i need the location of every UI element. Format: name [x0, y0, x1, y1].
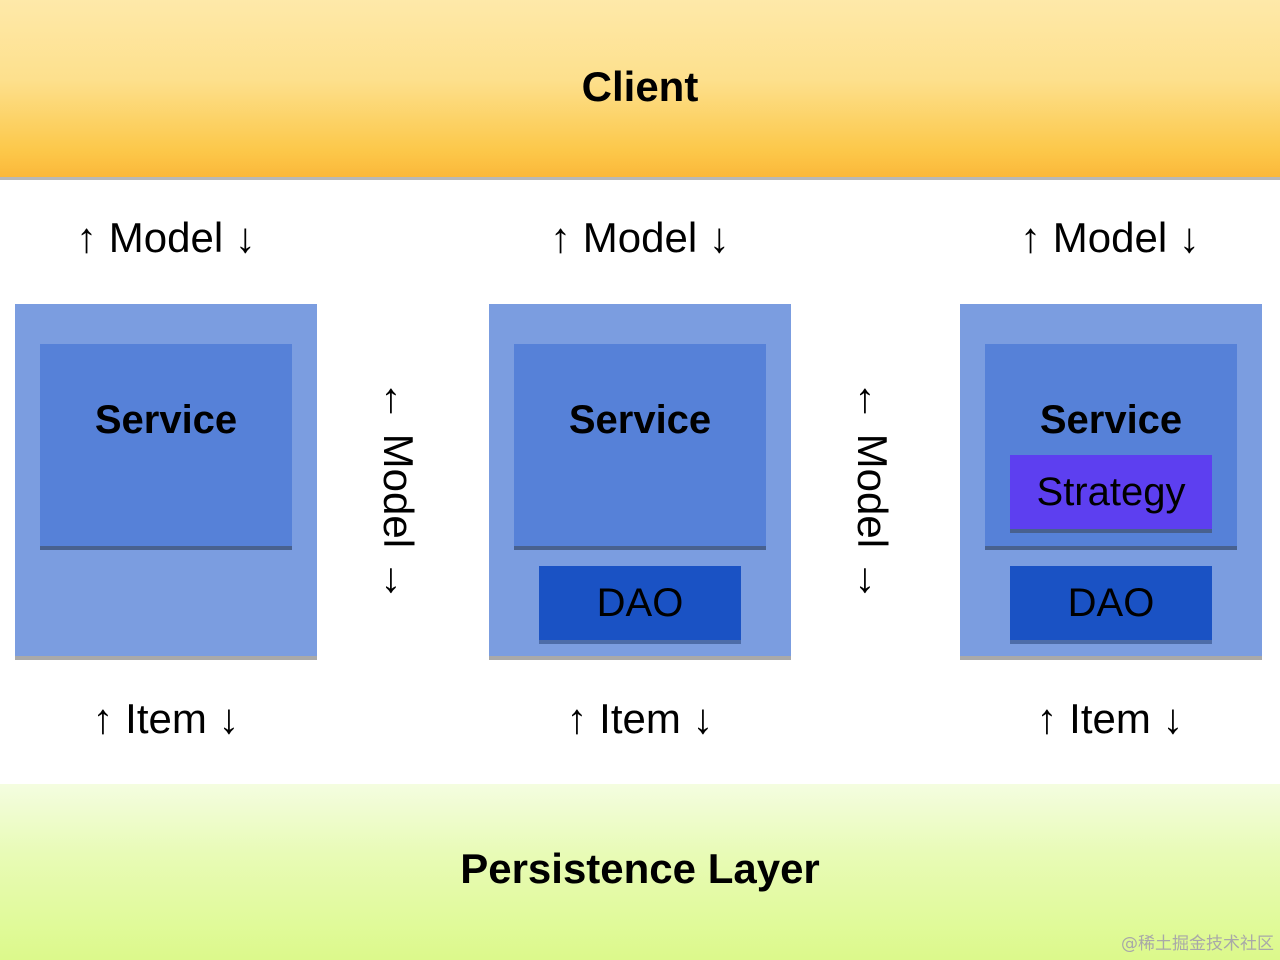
service-label-3: Service: [1039, 398, 1183, 442]
strategy-box: Strategy: [1010, 455, 1212, 533]
client-layer: Client: [0, 0, 1280, 180]
service-box-3: Service Strategy: [985, 344, 1237, 550]
service-label-1: Service: [94, 398, 238, 442]
dao-box-3: DAO: [1010, 566, 1212, 644]
component-box-1: Service: [15, 304, 317, 660]
watermark: @稀土掘金技术社区: [1121, 934, 1274, 954]
bottom-connector-2: ↑ Item ↓: [566, 695, 714, 742]
service-box-2: Service: [514, 344, 766, 550]
dao-box-2: DAO: [539, 566, 741, 644]
between-connector-2: ← Model →: [849, 380, 896, 602]
service-box-1: Service: [40, 344, 292, 550]
between-connector-1: ← Model →: [375, 380, 422, 602]
service-label-2: Service: [568, 398, 712, 442]
persistence-layer: Persistence Layer: [0, 784, 1280, 960]
bottom-connector-3: ↑ Item ↓: [1036, 695, 1184, 742]
bottom-connector-1: ↑ Item ↓: [92, 695, 240, 742]
component-box-2: Service DAO: [489, 304, 791, 660]
top-connector-3: ↑ Model ↓: [1020, 214, 1200, 261]
persistence-label: Persistence Layer: [460, 845, 820, 892]
top-connector-2: ↑ Model ↓: [550, 214, 730, 261]
client-label: Client: [581, 62, 699, 110]
component-box-3: Service Strategy DAO: [960, 304, 1262, 660]
top-connector-1: ↑ Model ↓: [76, 214, 256, 261]
